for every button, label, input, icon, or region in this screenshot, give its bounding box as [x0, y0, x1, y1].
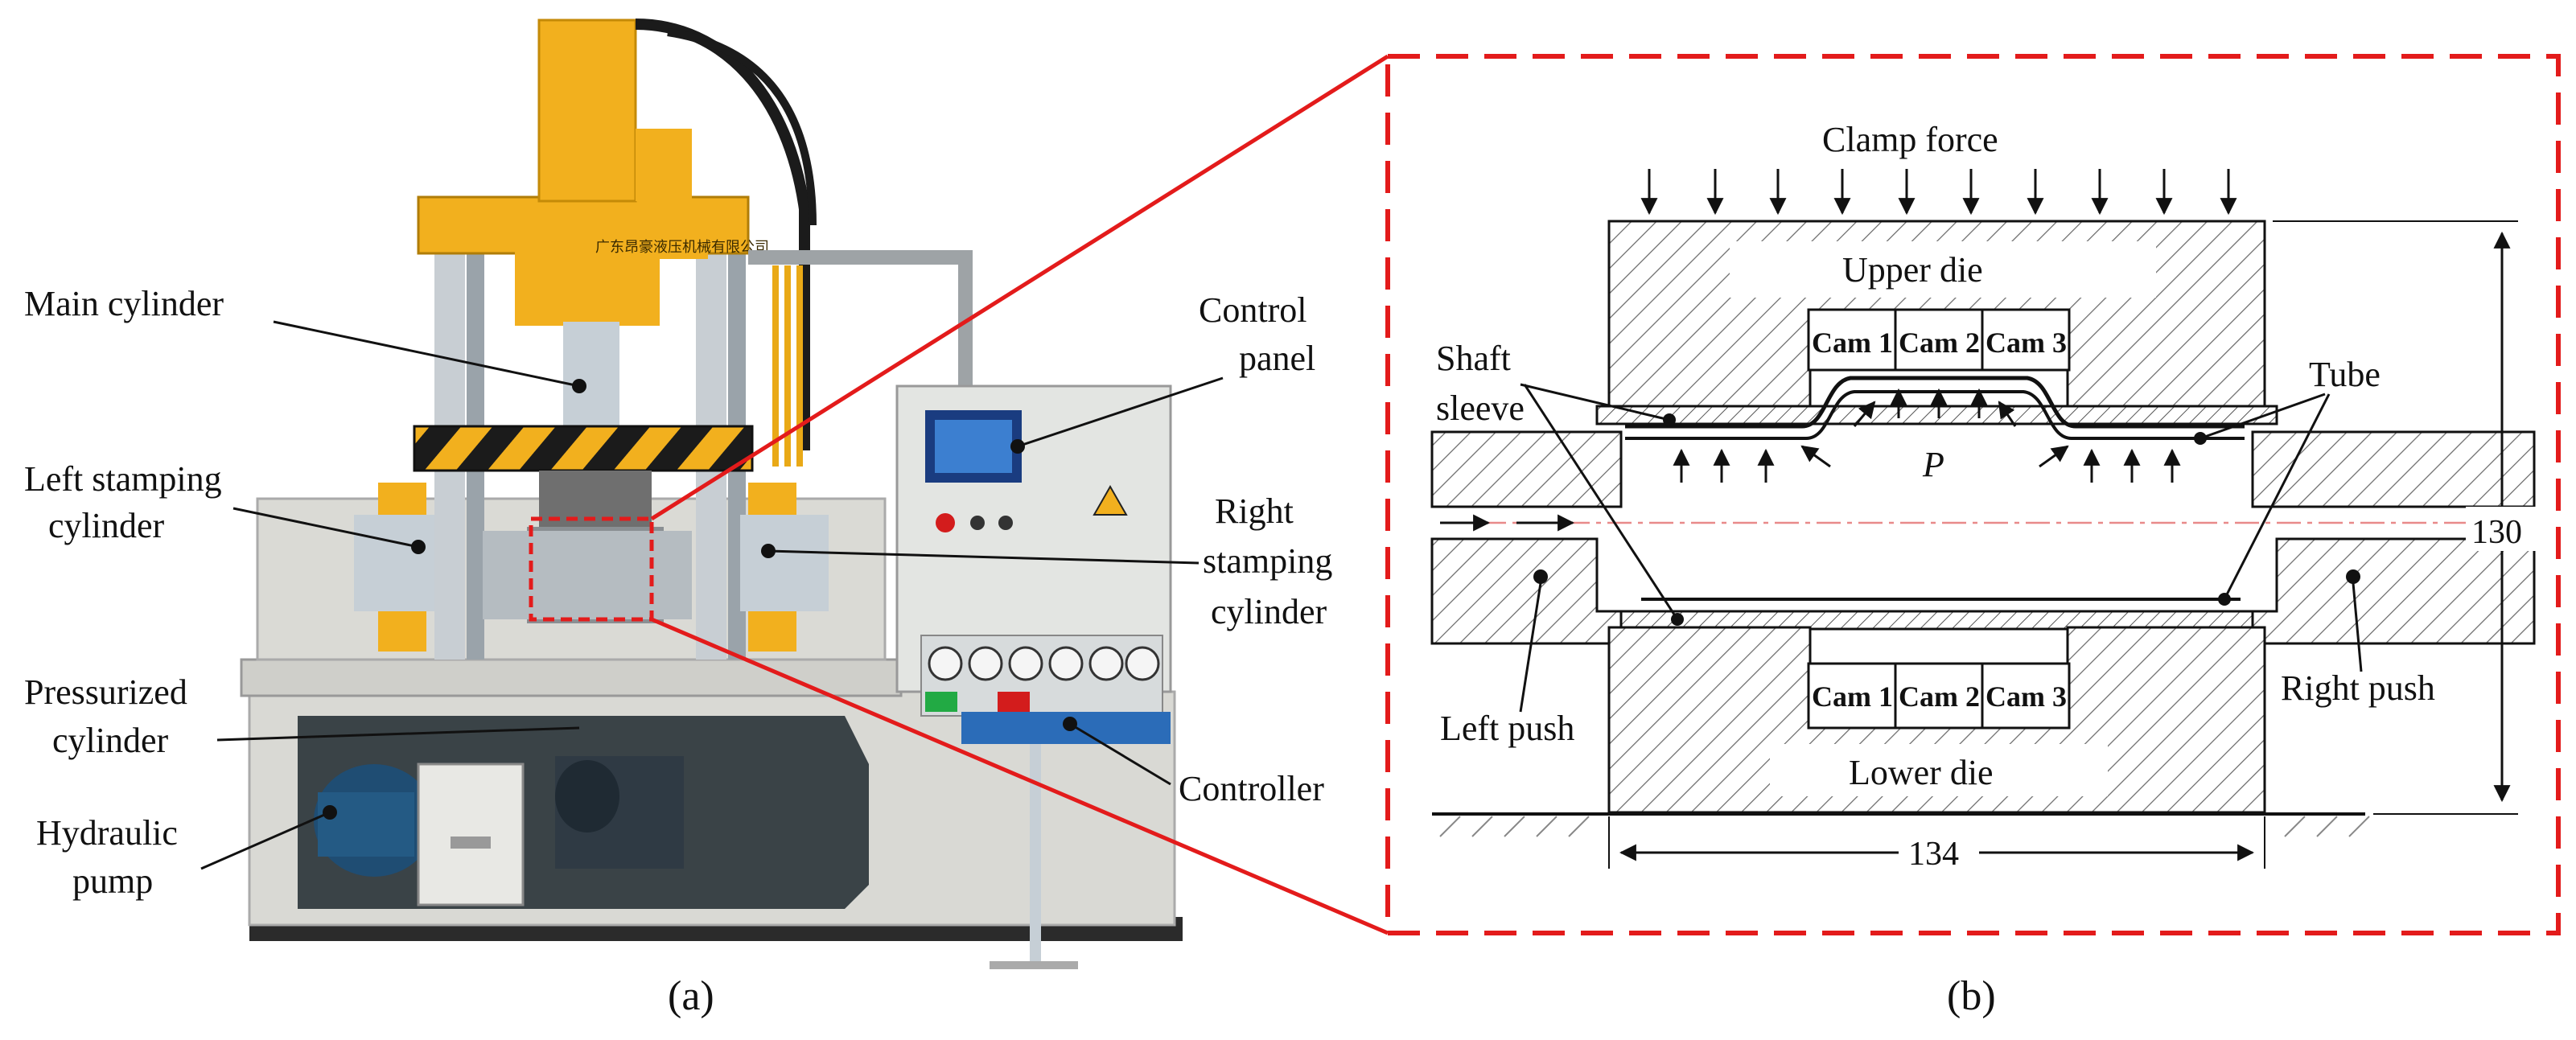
label-right-stamping-line3: cylinder — [1211, 592, 1327, 631]
pressure-arrows — [1673, 388, 2181, 483]
tube-upper-wall — [1625, 376, 2245, 429]
label-left-push: Left push — [1440, 709, 1574, 748]
label-pressurized-line1: Pressurized — [24, 672, 187, 712]
label-left-stamping-line2: cylinder — [48, 506, 165, 545]
clamp-force-arrows — [1640, 169, 2237, 216]
label-cam2-lower: Cam 2 — [1899, 680, 1980, 713]
dimension-height: 130 — [2471, 514, 2522, 551]
panel-b-schematic: Clamp force Upper die Cam 1 Cam 2 Cam 3 — [1385, 54, 2561, 1019]
label-cam3-upper: Cam 3 — [1985, 327, 2067, 359]
dimension-width: 134 — [1908, 836, 1959, 873]
label-lower-die: Lower die — [1849, 753, 1994, 792]
label-cam3-lower: Cam 3 — [1985, 680, 2067, 713]
label-cam2-upper: Cam 2 — [1899, 327, 1980, 359]
label-control-line1: Control — [1199, 290, 1307, 330]
label-clamp-force: Clamp force — [1822, 120, 1998, 159]
label-upper-die: Upper die — [1842, 250, 1983, 290]
lower-cams: Cam 1 Cam 2 Cam 3 — [1807, 662, 2071, 730]
callout-line-bottom — [651, 617, 1389, 935]
right-push — [2251, 537, 2536, 645]
label-pressurized-line2: cylinder — [52, 721, 169, 760]
upper-cams: Cam 1 Cam 2 Cam 3 — [1807, 308, 2071, 372]
panel-a-machine: 广东昂豪液压机械有限公司 — [240, 18, 1183, 969]
machine-sign: 广东昂豪液压机械有限公司 — [595, 239, 769, 256]
label-cam1-upper: Cam 1 — [1812, 327, 1893, 359]
left-push — [1430, 537, 1623, 645]
panel-a-labels: Main cylinder Left stamping cylinder Pre… — [24, 284, 1332, 1019]
label-left-stamping-line1: Left stamping — [24, 459, 222, 499]
label-main-cylinder: Main cylinder — [24, 284, 224, 323]
detail-frame — [1385, 54, 2561, 935]
label-right-stamping-line2: stamping — [1203, 541, 1332, 581]
label-cam1-lower: Cam 1 — [1812, 680, 1893, 713]
ground-hatch — [1439, 816, 2370, 837]
upper-shaft-sleeve — [1595, 405, 2278, 425]
label-hydraulic-line1: Hydraulic — [36, 813, 178, 853]
label-pressure: P — [1922, 445, 1944, 484]
label-hydraulic-line2: pump — [72, 861, 153, 901]
label-tube: Tube — [2309, 355, 2381, 394]
label-shaft-line1: Shaft — [1436, 339, 1511, 378]
callout-line-top — [650, 54, 1389, 521]
caption-a: (a) — [668, 973, 714, 1019]
label-right-stamping-line1: Right — [1215, 491, 1294, 531]
caption-b: (b) — [1947, 973, 1996, 1019]
label-right-push: Right push — [2281, 668, 2435, 708]
label-controller: Controller — [1179, 769, 1324, 808]
label-shaft-line2: sleeve — [1436, 388, 1525, 428]
label-control-line2: panel — [1239, 339, 1315, 378]
